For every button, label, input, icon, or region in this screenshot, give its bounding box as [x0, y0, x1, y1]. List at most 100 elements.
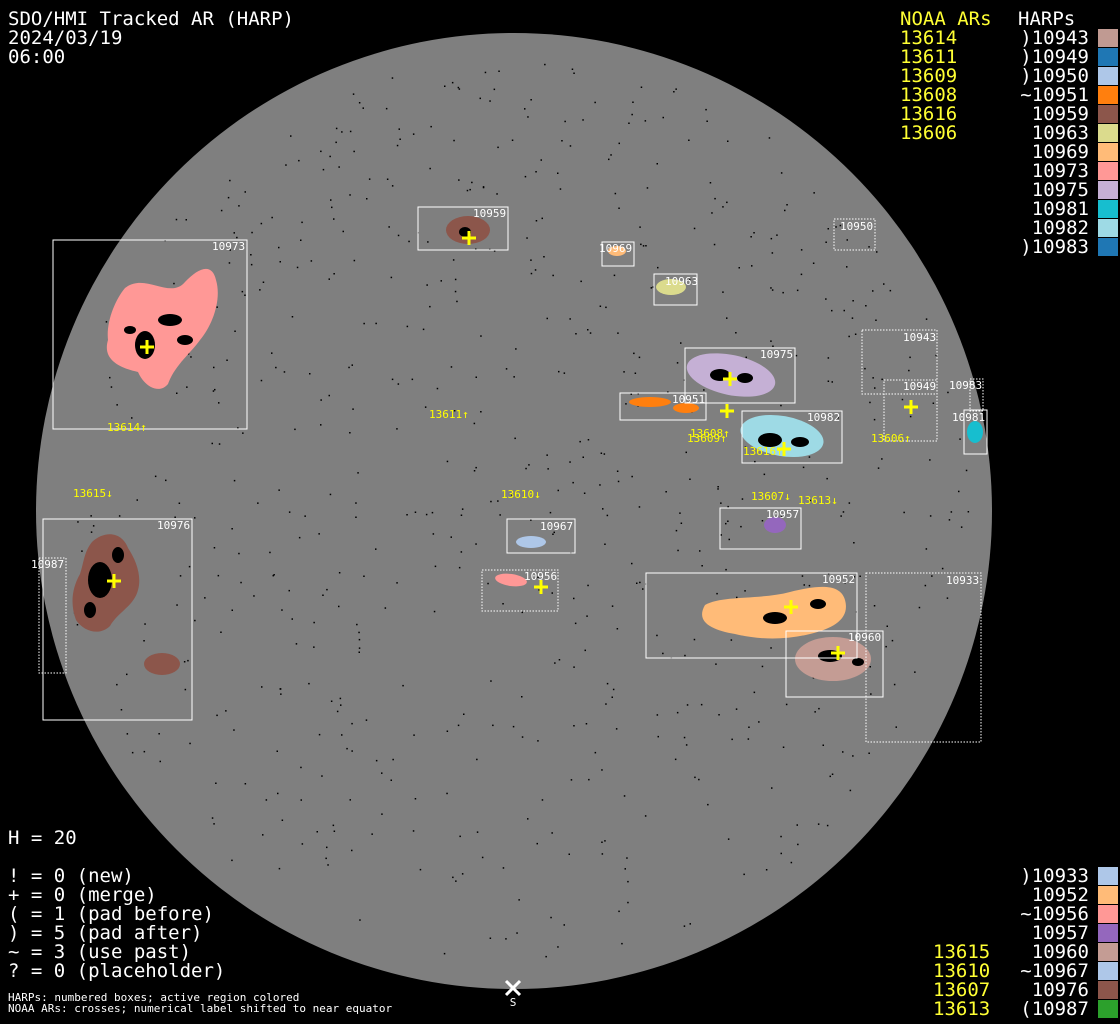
harp-box-label: 10963: [665, 275, 698, 288]
noaa-crosses: [107, 231, 918, 660]
noaa-ar-label: 13614↑: [107, 421, 147, 434]
south-marker-icon: [504, 979, 522, 997]
harp-box-label: 10982: [807, 411, 840, 424]
harp-entry: 10960: [1031, 941, 1089, 963]
harp-box-10987: [38, 557, 67, 674]
harp-box-label: 10975: [760, 348, 793, 361]
region-10957: [764, 517, 786, 533]
harp-box-10951: [619, 392, 707, 421]
region-10976b: [144, 653, 180, 675]
harp-box-10933: [865, 572, 982, 743]
harp-entry: 10963: [1031, 122, 1089, 144]
harp-box-label: 10943: [903, 331, 936, 344]
harp-box-10973: [52, 239, 248, 430]
stat-line: ( = 1 (pad before): [8, 903, 214, 925]
harp-box-label: 10976: [157, 519, 190, 532]
harp-entry: 10973: [1031, 160, 1089, 182]
harp-color-swatch: [1098, 200, 1118, 218]
noaa-ar-entry: 13609: [900, 65, 958, 87]
noaa-ar-label: 13607↓: [751, 490, 791, 503]
region-10981: [967, 421, 983, 443]
harp-color-swatch: [1098, 86, 1118, 104]
harp-box-10963: [653, 273, 698, 306]
harp-box-10956: [481, 569, 559, 612]
noaa-ar-label: 13616↑: [743, 445, 783, 458]
harp-entry: )10933: [1020, 865, 1089, 887]
harp-entry: )10949: [1020, 46, 1089, 68]
harp-box-10967: [506, 518, 576, 554]
harp-box-10960: [785, 630, 884, 698]
harp-entry: (10987: [1020, 998, 1089, 1020]
harp-color-swatch: [1098, 48, 1118, 66]
harp-box-label: 10983: [949, 379, 982, 392]
sunspot-clusters: [84, 227, 864, 666]
harp-entry: ~10956: [1020, 903, 1089, 925]
noaa-ar-label: 13613↓: [798, 494, 838, 507]
harp-color-swatch: [1098, 219, 1118, 237]
stat-line: ? = 0 (placeholder): [8, 960, 226, 982]
harp-color-swatch: [1098, 29, 1118, 47]
harp-box-label: 10973: [212, 240, 245, 253]
harp-box-10983: [969, 378, 984, 412]
region-10963: [656, 279, 686, 295]
harp-box-label: 10959: [473, 207, 506, 220]
harp-entry: 10976: [1031, 979, 1089, 1001]
noaa-ar-entry: 13606: [900, 122, 958, 144]
harp-entry: ~10951: [1020, 84, 1089, 106]
noaa-ars-header: NOAA ARs: [900, 8, 992, 30]
harp-box-label: 10951: [672, 393, 705, 406]
harp-entry: )10950: [1020, 65, 1089, 87]
harp-color-swatch: [1098, 143, 1118, 161]
harp-color-swatch: [1098, 181, 1118, 199]
noaa-ar-label: 13611↑: [429, 408, 469, 421]
noaa-ar-entry: 13608: [900, 84, 958, 106]
south-label: S: [510, 996, 517, 1009]
region-10956: [495, 573, 527, 587]
harp-color-swatch: [1098, 905, 1118, 923]
noaa-ar-entry: 13613: [933, 998, 991, 1020]
harp-color-swatch: [1098, 962, 1118, 980]
noaa-ar-label: 13610↓: [501, 488, 541, 501]
stat-line: + = 0 (merge): [8, 884, 157, 906]
harp-color-swatch: [1098, 924, 1118, 942]
region-10967: [516, 536, 546, 548]
harp-entry: 10969: [1031, 141, 1089, 163]
harp-entry: )10943: [1020, 27, 1089, 49]
harp-box-label: 10967: [540, 520, 573, 533]
noaa-ar-label: 13608↑: [690, 427, 730, 440]
noaa-ar-entry: 13616: [900, 103, 958, 125]
plot-title: SDO/HMI Tracked AR (HARP): [8, 8, 294, 30]
harp-box-10957: [719, 507, 802, 550]
region-10969: [608, 246, 626, 256]
stat-line: ~ = 3 (use past): [8, 941, 192, 963]
region-10951a: [629, 397, 671, 407]
harp-box-label: 10957: [766, 508, 799, 521]
harp-entry: ~10967: [1020, 960, 1089, 982]
harp-color-swatch: [1098, 124, 1118, 142]
plot-time: 06:00: [8, 46, 66, 68]
noaa-ar-entry: 13607: [933, 979, 991, 1001]
harp-box-label: 10949: [903, 380, 936, 393]
harp-box-10975: [684, 347, 796, 404]
harp-box-10981: [963, 409, 988, 455]
harp-entry: 10975: [1031, 179, 1089, 201]
footer-noaa-note: NOAA ARs: crosses; numerical label shift…: [8, 1002, 393, 1015]
harp-box-10982: [741, 410, 843, 464]
harp-color-swatch: [1098, 886, 1118, 904]
harp-box-label: 10960: [848, 631, 881, 644]
solar-disk: [36, 33, 992, 989]
harp-color-swatch: [1098, 943, 1118, 961]
noaa-ar-entry: 13611: [900, 46, 958, 68]
plot-date: 2024/03/19: [8, 27, 123, 49]
harp-box-label: 10950: [840, 220, 873, 233]
harp-color-swatch: [1098, 105, 1118, 123]
noaa-ar-label: 13609↑: [687, 432, 727, 445]
harp-box-label: 10952: [822, 573, 855, 586]
harp-box-label: 10969: [599, 242, 632, 255]
noaa-ar-entry: 13610: [933, 960, 991, 982]
stat-line: ! = 0 (new): [8, 865, 134, 887]
noaa-ar-entry: 13614: [900, 27, 958, 49]
noaa-ar-entry: 13615: [933, 941, 991, 963]
harp-entry: )10983: [1020, 236, 1089, 258]
harp-entry: 10957: [1031, 922, 1089, 944]
